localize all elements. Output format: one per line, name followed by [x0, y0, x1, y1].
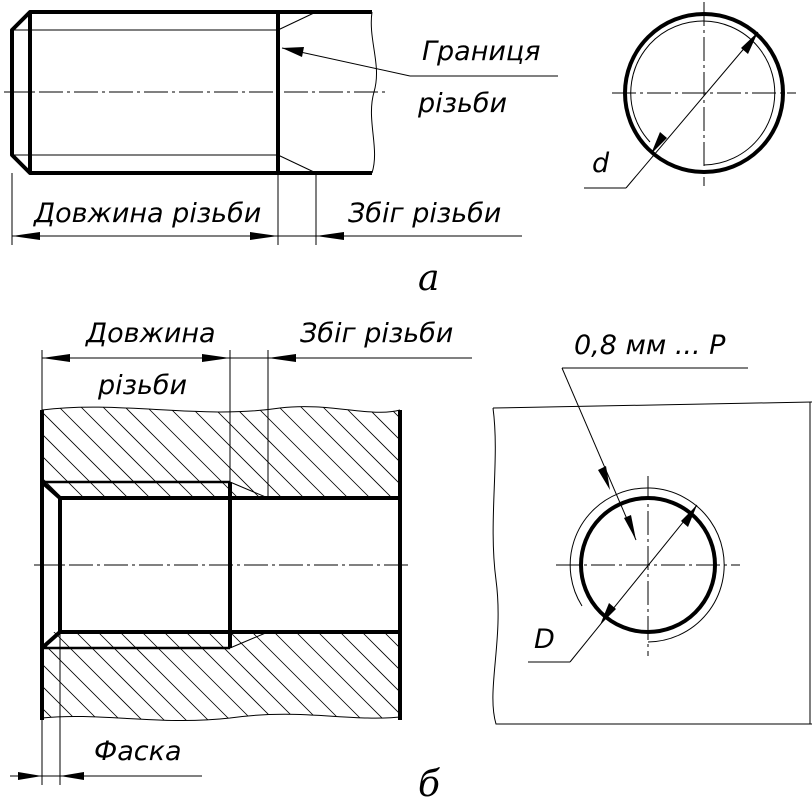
dim-arrow: [681, 505, 697, 527]
thread-length-label-line2: різьби: [97, 370, 187, 401]
hatch-line: [200, 406, 307, 498]
hatch-line: [487, 395, 592, 500]
hatch-line: [46, 406, 153, 498]
hole-major-arc: [569, 487, 725, 643]
hatch-line: [205, 632, 307, 721]
diameter-d-label: d: [592, 148, 610, 179]
caption-a: а: [418, 258, 439, 299]
runout-line-top: [277, 11, 317, 31]
hatch-line: [222, 406, 329, 498]
hatch-line: [42, 406, 65, 498]
dim-arrow: [250, 232, 278, 240]
hatch-line: [354, 406, 400, 498]
hatch-line: [112, 406, 219, 498]
hatch-line: [42, 632, 43, 721]
thread-length-label: Довжина різьби: [33, 198, 261, 229]
caption-b: б: [418, 764, 441, 805]
hatch-line: [51, 632, 153, 721]
runout-label: Збіг різьби: [348, 198, 501, 229]
hatch-line: [376, 406, 400, 498]
hatch-line: [288, 406, 395, 498]
figure-b: Довжина різьби Збіг різьби Фаска D 0,8 м…: [10, 318, 812, 805]
plate-top-edge: [492, 401, 812, 409]
dim-arrow: [268, 354, 296, 362]
hatch-line: [426, 630, 526, 730]
hatch-line: [266, 406, 373, 498]
dim-arrow: [12, 232, 40, 240]
hatch-line: [332, 406, 400, 498]
dim-arrow: [741, 32, 758, 54]
hatch-line: [161, 632, 263, 721]
hatch-line: [156, 406, 263, 498]
boundary-leader: [281, 47, 411, 77]
figure-a: Границя різьби Довжина різьби Збіг різьб…: [4, 2, 796, 299]
hatch-line: [178, 406, 285, 498]
boundary-leader-arrow: [282, 47, 304, 57]
hatch-line: [244, 406, 351, 498]
hatch-line: [183, 632, 285, 721]
dim-arrow: [598, 466, 610, 490]
plate-outline: [492, 407, 812, 725]
hatch-line: [398, 406, 400, 498]
dim-arrow: [624, 515, 636, 540]
hatch-line: [42, 406, 43, 498]
hatch-line: [95, 632, 197, 721]
hatch-line: [421, 395, 526, 500]
thread-length-label-line1: Довжина: [85, 318, 216, 349]
hatch-line: [448, 630, 548, 730]
material-break-top: [41, 406, 401, 413]
hatch-line: [117, 632, 219, 721]
hatch-line: [42, 632, 65, 721]
chamfer-bottom: [40, 630, 62, 650]
hatch-line: [227, 632, 329, 721]
hatch-line: [42, 406, 109, 498]
diameter-D-label: D: [534, 624, 555, 655]
chamfer-top: [40, 480, 62, 500]
hatch-line: [404, 630, 504, 730]
bolt-end-minor-arc: [630, 20, 776, 166]
diameter-D-dim-line: [569, 504, 698, 663]
hatch-line: [359, 632, 400, 721]
internal-runout-bottom: [229, 631, 269, 649]
boundary-label-line1: Границя: [422, 36, 541, 67]
hatch-line: [42, 632, 87, 721]
hatch-line: [249, 632, 351, 721]
hatch-line: [42, 632, 131, 721]
dim-arrow: [202, 354, 230, 362]
hatch-line: [73, 632, 175, 721]
hatch-line: [470, 630, 570, 730]
hatch-line: [271, 632, 373, 721]
material-break-bottom: [41, 713, 401, 722]
hatch-line: [293, 632, 395, 721]
dim-arrow: [42, 354, 70, 362]
internal-runout-top: [229, 481, 269, 499]
hatch-line: [68, 406, 175, 498]
hatch-line: [42, 632, 109, 721]
dim-arrow: [18, 772, 42, 780]
hatch-line: [465, 395, 570, 500]
hatch-line: [381, 632, 400, 721]
hatch-line: [139, 632, 241, 721]
offset-label: 0,8 мм ... P: [574, 330, 726, 361]
chamfer-label: Фаска: [94, 736, 182, 767]
offset-leader: [561, 367, 637, 541]
dim-arrow: [600, 603, 616, 625]
dim-arrow: [316, 232, 344, 240]
hatch-bottom: [42, 630, 570, 730]
runout-label: Збіг різьби: [300, 318, 453, 349]
diameter-d-dim-line: [625, 31, 759, 189]
runout-line-bottom: [277, 154, 317, 174]
hatch-line: [337, 632, 400, 721]
boundary-label-line2: різьби: [417, 88, 507, 119]
dim-arrow: [60, 772, 84, 780]
hatch-top: [42, 395, 592, 500]
dim-arrow: [651, 132, 667, 154]
